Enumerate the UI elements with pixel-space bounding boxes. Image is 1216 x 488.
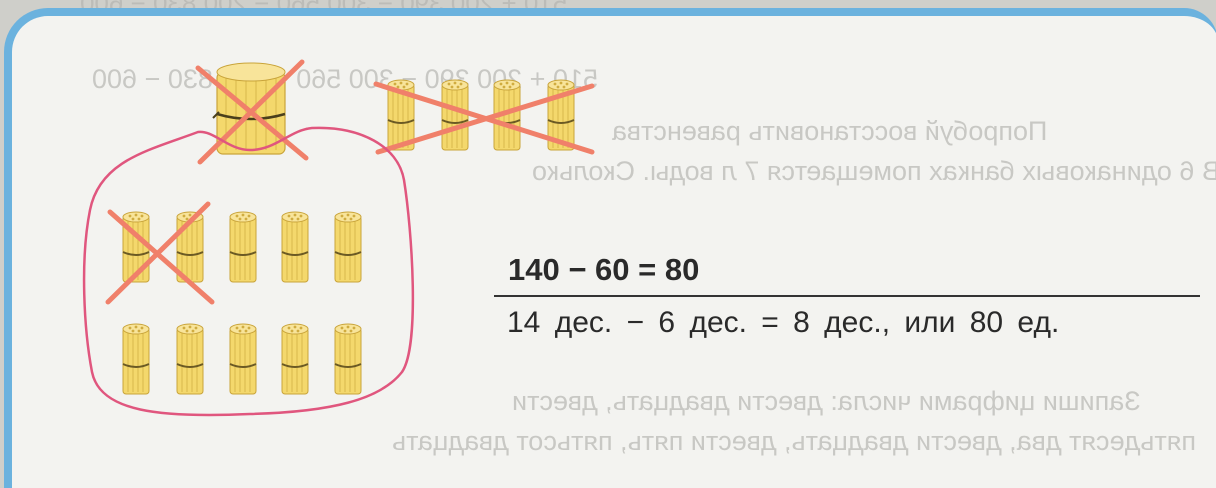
ten-bundle [335,324,361,394]
equation-explanation: 14 дес. − 6 дес. = 8 дес., или 80 ед. [507,306,1059,340]
ten-bundle [335,212,361,282]
ten-bundle [282,212,308,282]
ten-bundle [442,80,468,150]
ten-bundle [123,324,149,394]
equation: 140 − 60 = 80 [508,252,699,288]
ten-bundle [230,324,256,394]
fraction-rule [494,295,1200,297]
ten-bundle [230,212,256,282]
ten-bundle [177,324,203,394]
ten-bundle [282,324,308,394]
